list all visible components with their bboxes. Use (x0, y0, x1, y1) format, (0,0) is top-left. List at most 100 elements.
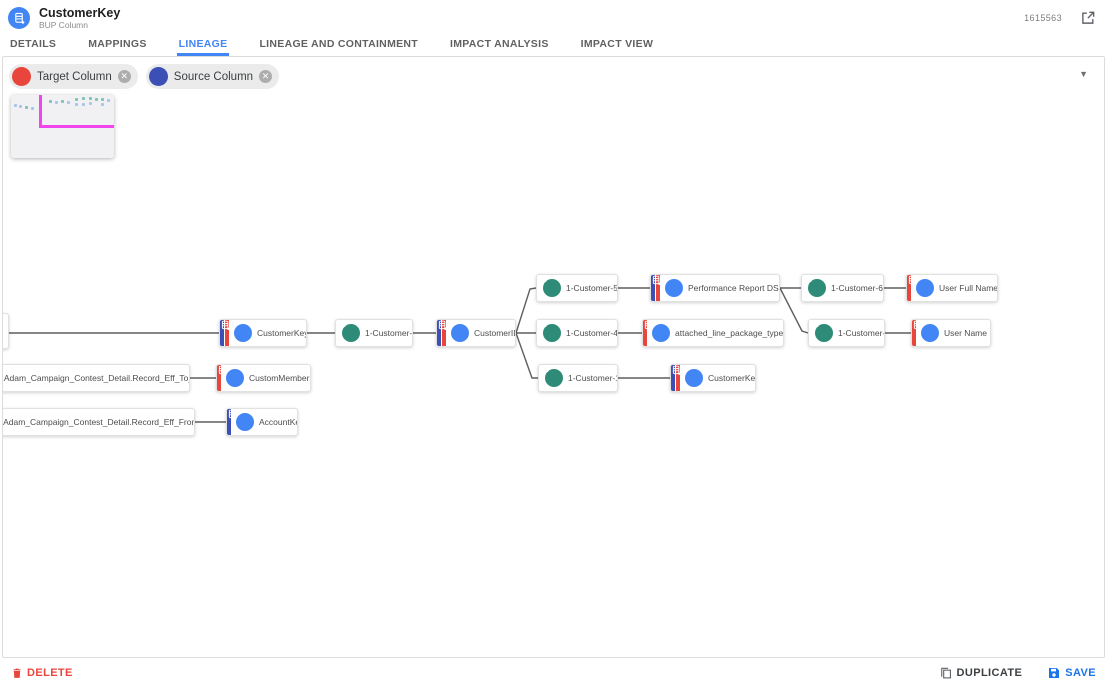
delete-label: DELETE (27, 666, 73, 679)
save-button[interactable]: SAVE (1048, 667, 1096, 679)
target-column-stripe (907, 275, 911, 301)
tab-mappings[interactable]: MAPPINGS (88, 38, 147, 50)
filter-chip-target-column: Target Column ✕ (9, 64, 138, 89)
tab-impact-view[interactable]: IMPACT VIEW (580, 38, 654, 50)
lineage-node-performance-report-dsu[interactable]: Performance Report DSU (650, 274, 780, 302)
object-id: 1615563 (1024, 13, 1062, 23)
mapping-icon (804, 279, 826, 297)
page-title: CustomerKey (39, 6, 121, 20)
save-label: SAVE (1065, 666, 1096, 679)
lineage-node-customer-7[interactable]: 1-Customer-7 (808, 319, 885, 347)
mapping-icon (539, 324, 561, 342)
lineage-graph: CustomerKey 1-Customer-3 CustomerID 1-Custo… (2, 57, 1104, 657)
action-bar: DELETE DUPLICATE SAVE (0, 658, 1108, 687)
target-column-legend-dot (12, 67, 31, 86)
mapping-icon (811, 324, 833, 342)
target-column-stripe (656, 275, 660, 301)
app-header: CustomerKey BUP Column 1615563 (0, 0, 1108, 34)
tab-impact-analysis[interactable]: IMPACT ANALYSIS (450, 38, 549, 50)
target-column-stripe (912, 320, 916, 346)
chevron-down-icon[interactable]: ▼ (1079, 69, 1088, 79)
node-label: CustomMembers (249, 373, 311, 383)
node-label: AccountKey (259, 417, 297, 427)
column-icon (644, 320, 670, 342)
lineage-node-customerkey-right[interactable]: CustomerKey (670, 364, 756, 392)
save-icon (1049, 667, 1060, 678)
node-label: CustomerID (474, 328, 516, 338)
node-label: 1-Customer-1 (568, 373, 618, 383)
lineage-node-user-name[interactable]: User Name (911, 319, 991, 347)
tab-bar: DETAILS MAPPINGS LINEAGE LINEAGE AND CON… (0, 34, 1108, 56)
source-column-stripe (220, 320, 224, 346)
lineage-node-accountkey[interactable]: AccountKey (226, 408, 298, 436)
lineage-node-customer-6[interactable]: 1-Customer-6 (801, 274, 884, 302)
column-icon (218, 365, 244, 387)
lineage-canvas-panel: Target Column ✕ Source Column ✕ ▼ Custom… (2, 56, 1105, 658)
lineage-node-customer-4[interactable]: 1-Customer-4 (536, 319, 618, 347)
node-label: 1-Customer-7 (838, 328, 885, 338)
minimap-viewport-left-edge (39, 95, 42, 126)
lineage-node-user-full-name[interactable]: User Full Name (906, 274, 998, 302)
mapping-icon (338, 324, 360, 342)
filter-chips: Target Column ✕ Source Column ✕ (9, 64, 280, 89)
lineage-node-attached-line-package-type-id[interactable]: attached_line_package_type_id (642, 319, 784, 347)
remove-filter-icon[interactable]: ✕ (259, 70, 273, 83)
node-label: User Full Name (939, 283, 998, 293)
lineage-edges (7, 287, 911, 423)
column-icon (228, 409, 254, 431)
lineage-node-customerid[interactable]: CustomerID (436, 319, 516, 347)
node-label: 1-Customer-6 (831, 283, 883, 293)
node-label: n.Adam_Campaign_Contest_Detail.Record_Ef… (2, 417, 194, 427)
column-icon (908, 275, 934, 297)
target-column-stripe (643, 320, 647, 346)
column-icon (913, 320, 939, 342)
column-icon (221, 320, 252, 342)
node-label: User Name (944, 328, 987, 338)
node-label: Performance Report DSU (688, 283, 780, 293)
node-label: attached_line_package_type_id (675, 328, 784, 338)
minimap-viewport-bottom-edge (39, 125, 114, 128)
source-column-stripe (437, 320, 441, 346)
lineage-node-record-eff-from-dt[interactable]: n.Adam_Campaign_Contest_Detail.Record_Ef… (2, 408, 195, 436)
node-label: gn.Adam_Campaign_Contest_Detail.Record_E… (2, 373, 189, 383)
tab-lineage-and-containment[interactable]: LINEAGE AND CONTAINMENT (259, 38, 419, 50)
duplicate-label: DUPLICATE (956, 666, 1023, 679)
mapping-icon (541, 369, 563, 387)
node-label: CustomerKey (257, 328, 307, 338)
copy-icon (940, 667, 951, 678)
duplicate-button[interactable]: DUPLICATE (940, 667, 1023, 679)
source-column-stripe (227, 409, 231, 435)
node-label: 1-Customer-4 (566, 328, 618, 338)
open-in-new-icon[interactable] (1080, 10, 1096, 26)
tab-details[interactable]: DETAILS (10, 38, 57, 50)
lineage-node-customerkey-left[interactable]: CustomerKey (219, 319, 307, 347)
source-column-stripe (671, 365, 675, 391)
minimap[interactable] (11, 95, 114, 158)
page-subtitle: BUP Column (39, 20, 88, 30)
source-column-legend-dot (148, 67, 168, 86)
target-column-stripe (676, 365, 680, 391)
lineage-node-custommembers[interactable]: CustomMembers (216, 364, 311, 392)
filter-chip-source-column: Source Column ✕ (145, 64, 280, 89)
node-label: 1-Customer-3 (365, 328, 413, 338)
column-icon (438, 320, 469, 342)
target-column-stripe (442, 320, 446, 346)
filter-chip-label: Target Column (37, 70, 112, 83)
column-icon (672, 365, 703, 387)
trash-icon (13, 668, 21, 678)
source-column-stripe (651, 275, 655, 301)
lineage-node-clipped-left[interactable] (3, 313, 9, 349)
lineage-node-customer-5[interactable]: 1-Customer-5 (536, 274, 618, 302)
lineage-node-record-eff-to-dt[interactable]: gn.Adam_Campaign_Contest_Detail.Record_E… (2, 364, 190, 392)
column-icon (652, 275, 683, 297)
target-column-stripe (225, 320, 229, 346)
remove-filter-icon[interactable]: ✕ (117, 70, 131, 83)
filter-chip-label: Source Column (173, 70, 254, 83)
lineage-node-customer-3[interactable]: 1-Customer-3 (335, 319, 413, 347)
lineage-node-customer-1[interactable]: 1-Customer-1 (538, 364, 618, 392)
column-type-icon (8, 7, 30, 29)
mapping-icon (539, 279, 561, 297)
node-label: 1-Customer-5 (566, 283, 618, 293)
delete-button[interactable]: DELETE (12, 667, 73, 679)
tab-lineage[interactable]: LINEAGE (176, 36, 230, 56)
